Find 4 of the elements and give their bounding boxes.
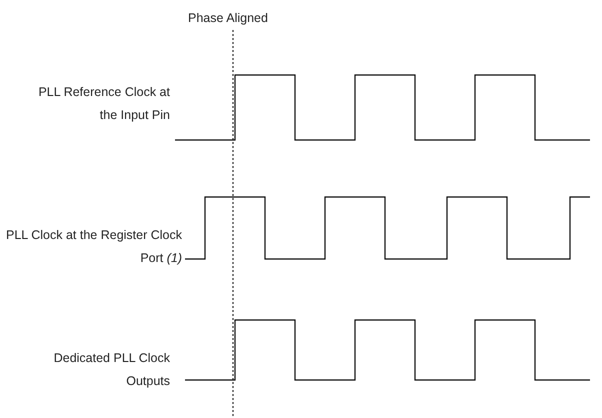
marker-label: Phase Aligned — [188, 10, 269, 27]
signal-label: PLL Reference Clock at the Input Pin — [37, 84, 170, 124]
signal-label: PLL Clock at the Register Clock Port (1) — [4, 227, 182, 267]
signal-label: Dedicated PLL Clock Outputs — [52, 350, 170, 390]
